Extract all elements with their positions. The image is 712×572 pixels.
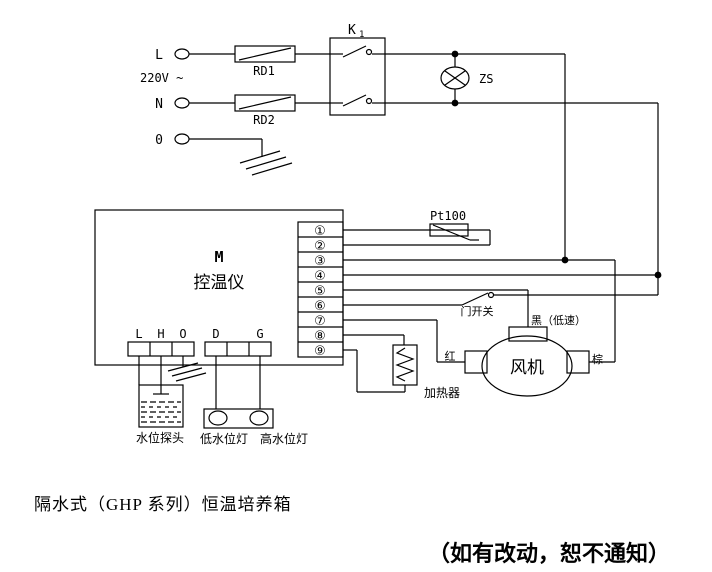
heater-label: 加热器	[424, 386, 460, 400]
fan-red-terminal	[464, 350, 488, 374]
controller-title: 控温仪	[194, 273, 245, 293]
lamp-zs-label: ZS	[479, 72, 493, 86]
terminal-strip: ① ② ③ ④ ⑤ ⑥ ⑦ ⑧ ⑨	[297, 221, 344, 359]
high-water-lamp-label: 高水位灯	[260, 431, 308, 446]
fan-brown-terminal	[566, 350, 590, 374]
line-terminal-label: L	[155, 48, 163, 63]
fan-label: 风机	[510, 358, 544, 378]
fuse-rd1	[234, 45, 296, 63]
lho-terminal-block: L H O	[127, 327, 207, 395]
fuse-rd2-label: RD2	[253, 113, 275, 127]
controller-box: M 控温仪 ① ② ③ ④ ⑤ ⑥ ⑦ ⑧ ⑨	[94, 209, 344, 366]
bus-wires	[385, 50, 662, 295]
fan-black-terminal	[508, 326, 548, 342]
voltage-label: 220V ~	[140, 71, 183, 85]
terminal-3: ③	[314, 254, 326, 269]
main-switch-k: K 1	[329, 23, 386, 116]
water-probe-label: 水位探头	[136, 430, 184, 445]
door-switch: 门开关	[461, 291, 658, 318]
door-switch-label: 门开关	[461, 304, 494, 318]
fuse-rd1-label: RD1	[253, 64, 275, 78]
dg-terminal-block: D G	[204, 327, 272, 409]
terminal-5: ⑤	[314, 284, 326, 299]
switch-label: K	[348, 23, 356, 38]
terminal-4: ④	[314, 269, 326, 284]
switch-contact-2	[330, 94, 385, 107]
fan-brown-label: 棕	[592, 352, 603, 366]
neutral-terminal-circle	[174, 97, 190, 109]
fuse-rd2	[234, 94, 296, 112]
change-notice: （如有改动，恕不通知）	[428, 542, 671, 567]
pt100-sensor: Pt100	[429, 209, 479, 241]
indicator-lamp-zs: ZS	[440, 54, 493, 103]
earth-ground	[189, 138, 293, 176]
terminal-8: ⑧	[314, 329, 326, 344]
switch-sub-label: 1	[359, 30, 364, 40]
terminal-2: ②	[314, 239, 326, 254]
water-level-lamps: 低水位灯 高水位灯	[200, 408, 308, 446]
fan-red-label: 红	[445, 350, 456, 363]
fan-motor: 风机 黑（低速） 红 棕	[445, 314, 603, 397]
neutral-terminal-label: N	[155, 97, 163, 112]
earth-ground-small	[167, 362, 207, 382]
zero-terminal-circle	[174, 133, 190, 145]
terminal-o-label: O	[179, 327, 186, 341]
terminal-7: ⑦	[314, 314, 326, 329]
heater: 加热器	[392, 344, 460, 400]
switch-contact-1	[330, 45, 385, 58]
low-water-lamp-label: 低水位灯	[200, 431, 248, 446]
zero-terminal-label: 0	[155, 133, 163, 148]
fan-black-label: 黑（低速）	[531, 314, 586, 327]
terminal-9: ⑨	[314, 344, 326, 359]
diagram-title: 隔水式（GHP 系列）恒温培养箱	[34, 495, 292, 514]
pt100-label: Pt100	[430, 209, 466, 223]
terminal-d-label: D	[212, 327, 219, 341]
line-terminal-circle	[174, 48, 190, 60]
power-input-section: L RD1 220V ~ N RD2 0	[140, 45, 330, 176]
water-level-probe: 水位探头	[136, 384, 184, 445]
terminal-g-label: G	[256, 327, 263, 341]
terminal-l-label: L	[135, 327, 142, 341]
terminal-1: ①	[314, 224, 326, 239]
controller-name: M	[214, 248, 223, 266]
terminal-wiring: Pt100 门开关	[343, 209, 658, 393]
terminal-6: ⑥	[314, 299, 326, 314]
terminal-h-label: H	[157, 327, 164, 341]
